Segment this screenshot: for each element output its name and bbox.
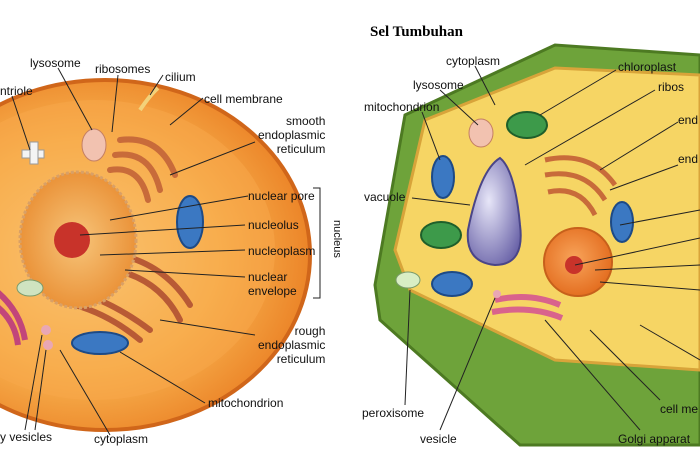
label-rough-er-line3: reticulum — [276, 352, 326, 366]
label-smooth-er-line3: reticulum — [276, 142, 326, 156]
animal-cell — [0, 78, 312, 432]
label-smooth-er-line2: endoplasmic — [258, 128, 326, 142]
label-end-1: end — [678, 113, 699, 127]
label-mitochondrion-animal: mitochondrion — [208, 396, 284, 410]
label-lysosome-plant: lysosome — [413, 78, 464, 92]
label-ribosomes-plant: ribos — [658, 80, 685, 94]
label-cell-membrane: cell membrane — [204, 92, 283, 106]
label-nuclear-envelope-line2: envelope — [248, 284, 297, 298]
label-nucleus-bracket: nucleus — [331, 220, 343, 258]
plant-lysosome — [468, 118, 494, 148]
label-mitochondrion-plant: mitochondrion — [364, 100, 440, 114]
label-smooth-er: smooth endoplasmic reticulum — [258, 114, 325, 156]
animal-mitochondria — [71, 195, 204, 355]
label-secretory-vesicles: y vesicles — [0, 430, 53, 444]
plant-vacuole — [466, 156, 522, 267]
plant-peroxisome — [395, 271, 421, 289]
animal-nucleolus — [54, 222, 90, 258]
smooth-er — [107, 136, 178, 203]
plant-chloroplasts — [420, 111, 548, 249]
label-cell-membrane-plant: cell me — [660, 402, 699, 416]
label-nuclear-pore: nuclear pore — [248, 189, 315, 203]
plant-cytoplasm — [393, 66, 700, 372]
animal-centriole — [21, 141, 45, 165]
label-golgi: Golgi apparat — [618, 432, 691, 446]
plant-nucleolus — [565, 256, 583, 274]
plant-cell — [373, 43, 700, 447]
label-ribosomes: ribosomes — [95, 62, 151, 76]
animal-lysosome — [81, 128, 107, 162]
plant-er — [544, 155, 618, 217]
animal-vesicle-small — [41, 325, 51, 335]
plant-leader-lines — [404, 65, 700, 431]
label-vacuole: vacuole — [364, 190, 406, 204]
label-rough-er-line1: rough — [294, 324, 326, 338]
label-end-2: end — [678, 152, 699, 166]
label-centriole: ntriole — [0, 84, 33, 98]
label-nuclear-envelope: nuclear envelope — [248, 270, 297, 298]
plant-vesicle — [493, 290, 501, 298]
label-cytoplasm-animal: cytoplasm — [94, 432, 149, 446]
animal-leader-lines — [11, 67, 321, 436]
plant-mitochondria — [431, 155, 634, 297]
label-rough-er: rough endoplasmic reticulum — [258, 324, 325, 366]
label-rough-er-line2: endoplasmic — [258, 338, 326, 352]
label-smooth-er-line1: smooth — [286, 114, 326, 128]
label-cilium: cilium — [165, 70, 196, 84]
animal-golgi — [0, 290, 28, 346]
label-cytoplasm-plant: cytoplasm — [446, 54, 501, 68]
label-lysosome: lysosome — [30, 56, 81, 70]
label-nucleolus: nucleolus — [248, 218, 299, 232]
page-title: Sel Tumbuhan — [370, 24, 463, 40]
plant-golgi — [491, 294, 564, 321]
label-peroxisome: peroxisome — [362, 406, 425, 420]
label-nucleoplasm: nucleoplasm — [248, 244, 316, 258]
animal-vesicle — [16, 279, 44, 297]
animal-vesicle-small-2 — [43, 340, 53, 350]
label-vesicle: vesicle — [420, 432, 457, 446]
label-nuclear-envelope-line1: nuclear — [248, 270, 288, 284]
label-chloroplast: chloroplast — [618, 60, 677, 74]
animal-cilium — [138, 86, 160, 112]
